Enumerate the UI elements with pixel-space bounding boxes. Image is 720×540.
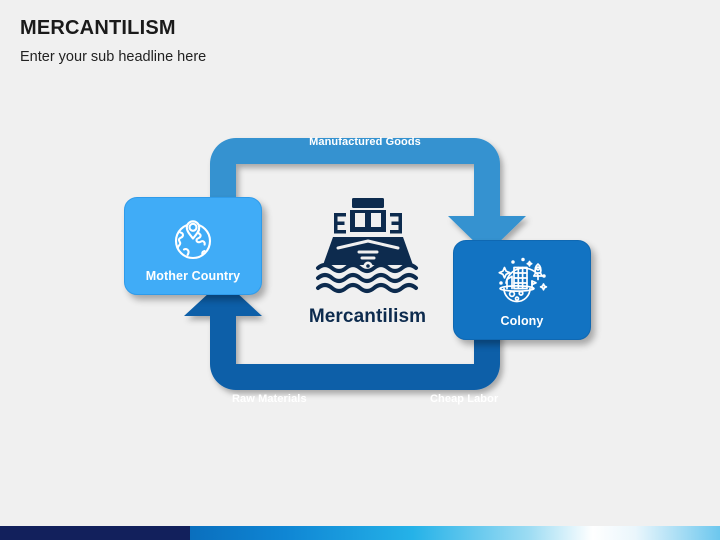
cargo-ship-icon xyxy=(312,194,424,300)
globe-location-pin-icon xyxy=(168,210,218,262)
footer-accent-left xyxy=(0,526,190,540)
node-mother-country[interactable]: Mother Country xyxy=(124,197,262,295)
flow-label-cheap-labor: Cheap Labor xyxy=(430,393,499,405)
node-label-mother-country: Mother Country xyxy=(145,268,241,283)
node-colony[interactable]: Colony xyxy=(453,240,591,340)
page-subtitle: Enter your sub headline here xyxy=(20,49,207,65)
slide-header: MERCANTILISM Enter your sub headline her… xyxy=(20,16,620,66)
flow-label-manufactured-goods: Manufactured Goods xyxy=(309,136,421,148)
center-label-mercantilism: Mercantilism xyxy=(308,306,427,327)
footer-accent-gradient xyxy=(190,526,720,540)
mercantilism-cycle-diagram: Manufactured Goods Raw Materials Cheap L… xyxy=(110,112,620,422)
footer-accent-bar xyxy=(0,526,720,540)
center-concept-block: Mercantilism xyxy=(285,194,450,328)
flow-label-raw-materials: Raw Materials xyxy=(232,393,307,405)
space-colony-icon xyxy=(494,253,550,307)
page-title: MERCANTILISM xyxy=(20,17,176,39)
node-label-colony: Colony xyxy=(500,313,544,328)
